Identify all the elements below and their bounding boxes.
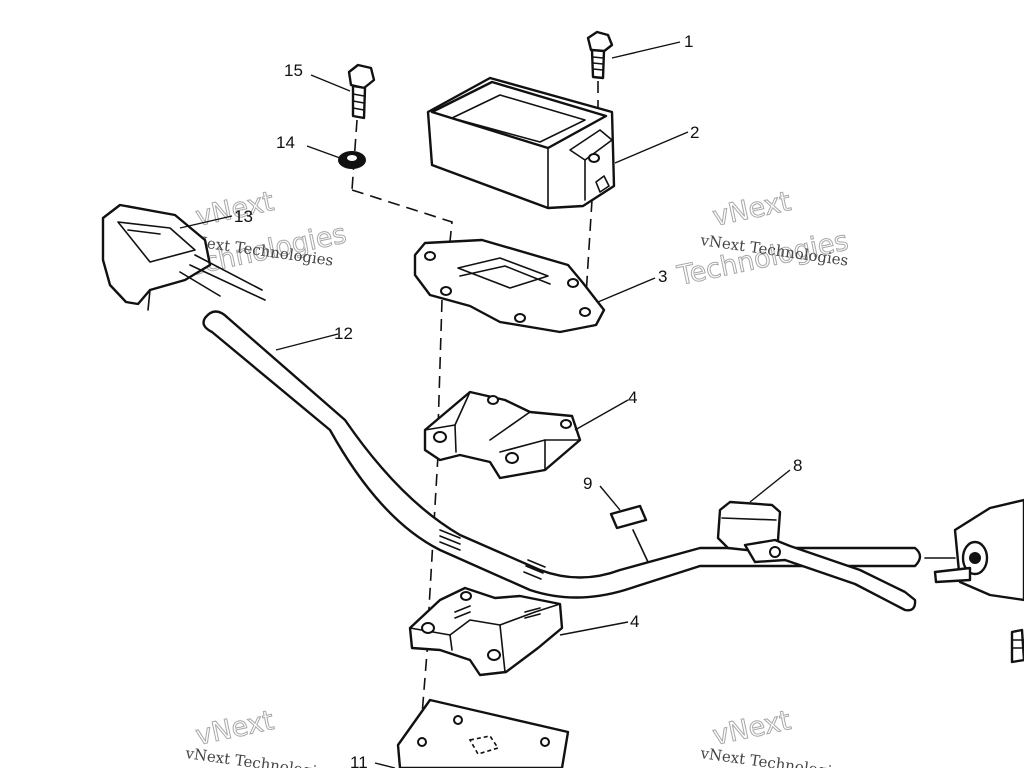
- brake-lever-part-8: [716, 500, 917, 612]
- washer-part-14: [338, 151, 366, 169]
- callout-11: 11: [350, 753, 368, 768]
- axis-washer-to-plate: [351, 189, 453, 291]
- callout-15: 15: [284, 61, 303, 80]
- watermark-vnext-big: vNext: [193, 705, 277, 752]
- lower-clamp-part-4: [408, 586, 564, 677]
- base-plate-part-11: [396, 698, 570, 768]
- callout-13: 13: [234, 207, 253, 226]
- clip-part-9: [609, 504, 649, 563]
- axis-bolt-15: [351, 119, 358, 191]
- upper-clamp-part-4: [423, 390, 582, 480]
- handlebar-cover-part-2: [426, 76, 616, 210]
- watermark-vnext-big: vNext: [710, 705, 794, 752]
- callout-8: 8: [793, 456, 802, 475]
- mounting-plate-part-3: [413, 238, 606, 334]
- bolt-part-1: [586, 30, 614, 80]
- bolt-part-15: [347, 63, 376, 120]
- watermark-top-right: vNext Technologies vNext Technologies: [674, 186, 852, 293]
- callout-14: 14: [276, 133, 295, 152]
- axis-plate-to-clamp: [437, 299, 443, 431]
- master-cylinder-part-13: [101, 203, 266, 311]
- watermark-caption: vNext Technologies: [698, 744, 849, 768]
- callout-1: 1: [684, 32, 693, 51]
- callout-12: 12: [334, 324, 353, 343]
- watermark-bottom-right: vNext vNext Technologies: [698, 705, 849, 768]
- callout-4-lower: 4: [630, 612, 639, 631]
- callout-2: 2: [690, 123, 699, 142]
- callout-labels: 1 2 3 4 4 8 9 11 12 13 14 15: [234, 32, 802, 768]
- leader-lines: [179, 41, 791, 768]
- watermark-vnext-big: vNext: [710, 186, 794, 233]
- handlebar-part-12: [202, 310, 922, 599]
- watermark-caption: vNext Technologies: [183, 744, 334, 768]
- callout-4-upper: 4: [628, 388, 637, 407]
- watermark-bottom-left: vNext vNext Technologies: [183, 705, 334, 768]
- callout-9: 9: [583, 474, 592, 493]
- callout-3: 3: [658, 267, 667, 286]
- throttle-housing: [924, 498, 1024, 664]
